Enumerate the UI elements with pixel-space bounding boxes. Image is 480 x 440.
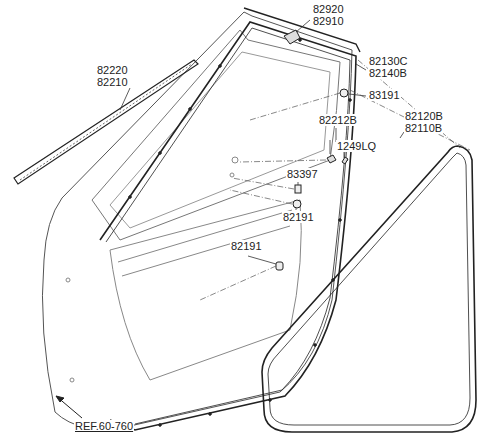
door-brace (118, 210, 292, 276)
plug (340, 89, 348, 97)
seal-clip-dot (209, 413, 212, 416)
callout-number: 82910 (312, 15, 345, 27)
callout-number: 82191 (230, 240, 263, 252)
door-frame-seal (100, 22, 356, 430)
callout-number: 82212B (318, 114, 358, 126)
reference-label: REF.60-760 (74, 420, 134, 432)
grommet (295, 185, 301, 193)
callout-number: 82140B (368, 67, 408, 79)
body-weatherstrip-inner (268, 153, 470, 425)
glass-run (244, 8, 360, 52)
callout-number: 82191 (282, 211, 315, 223)
callout-number: 82130C (368, 55, 409, 67)
clip (327, 155, 336, 163)
door-hole (232, 157, 238, 163)
callout-number: 83397 (286, 168, 319, 180)
door-frame-seal-inner (106, 28, 350, 424)
leader-lines (120, 20, 404, 264)
ref-arrowhead (56, 396, 64, 402)
door-hole (66, 278, 70, 282)
seal-clip-dot (349, 99, 352, 102)
door-panel (42, 12, 352, 429)
callout-number: 82210 (96, 76, 129, 88)
seal-clip-dot (314, 344, 317, 347)
ref-leader (56, 396, 82, 418)
seal-clip-dot (159, 424, 162, 427)
mirror-clip (284, 30, 300, 44)
body-weatherstrip (262, 146, 476, 432)
door-hole (70, 378, 74, 382)
window-frame-inner (110, 52, 330, 228)
seal-clip-dot (339, 219, 342, 222)
callout-number: 1249LQ (336, 140, 377, 152)
install-lines (200, 60, 470, 300)
seal-clip-dot (219, 65, 222, 68)
seal-clip-dot (189, 108, 192, 111)
door-inner-panel (110, 200, 301, 380)
plug (293, 200, 301, 208)
clip (342, 157, 348, 164)
callout-number: 82110B (404, 122, 443, 134)
callout-number: 83191 (368, 89, 401, 101)
seal-clip-dot (129, 196, 132, 199)
plug (276, 262, 283, 270)
callout-number: 82220 (96, 64, 129, 76)
beltline-detail (20, 64, 192, 180)
door-hole (230, 173, 234, 177)
callout-number: 82120B (404, 110, 444, 122)
beltline-weatherstrip (14, 60, 198, 184)
seal-clip-dot (159, 152, 162, 155)
callout-number: 82920 (312, 3, 345, 15)
